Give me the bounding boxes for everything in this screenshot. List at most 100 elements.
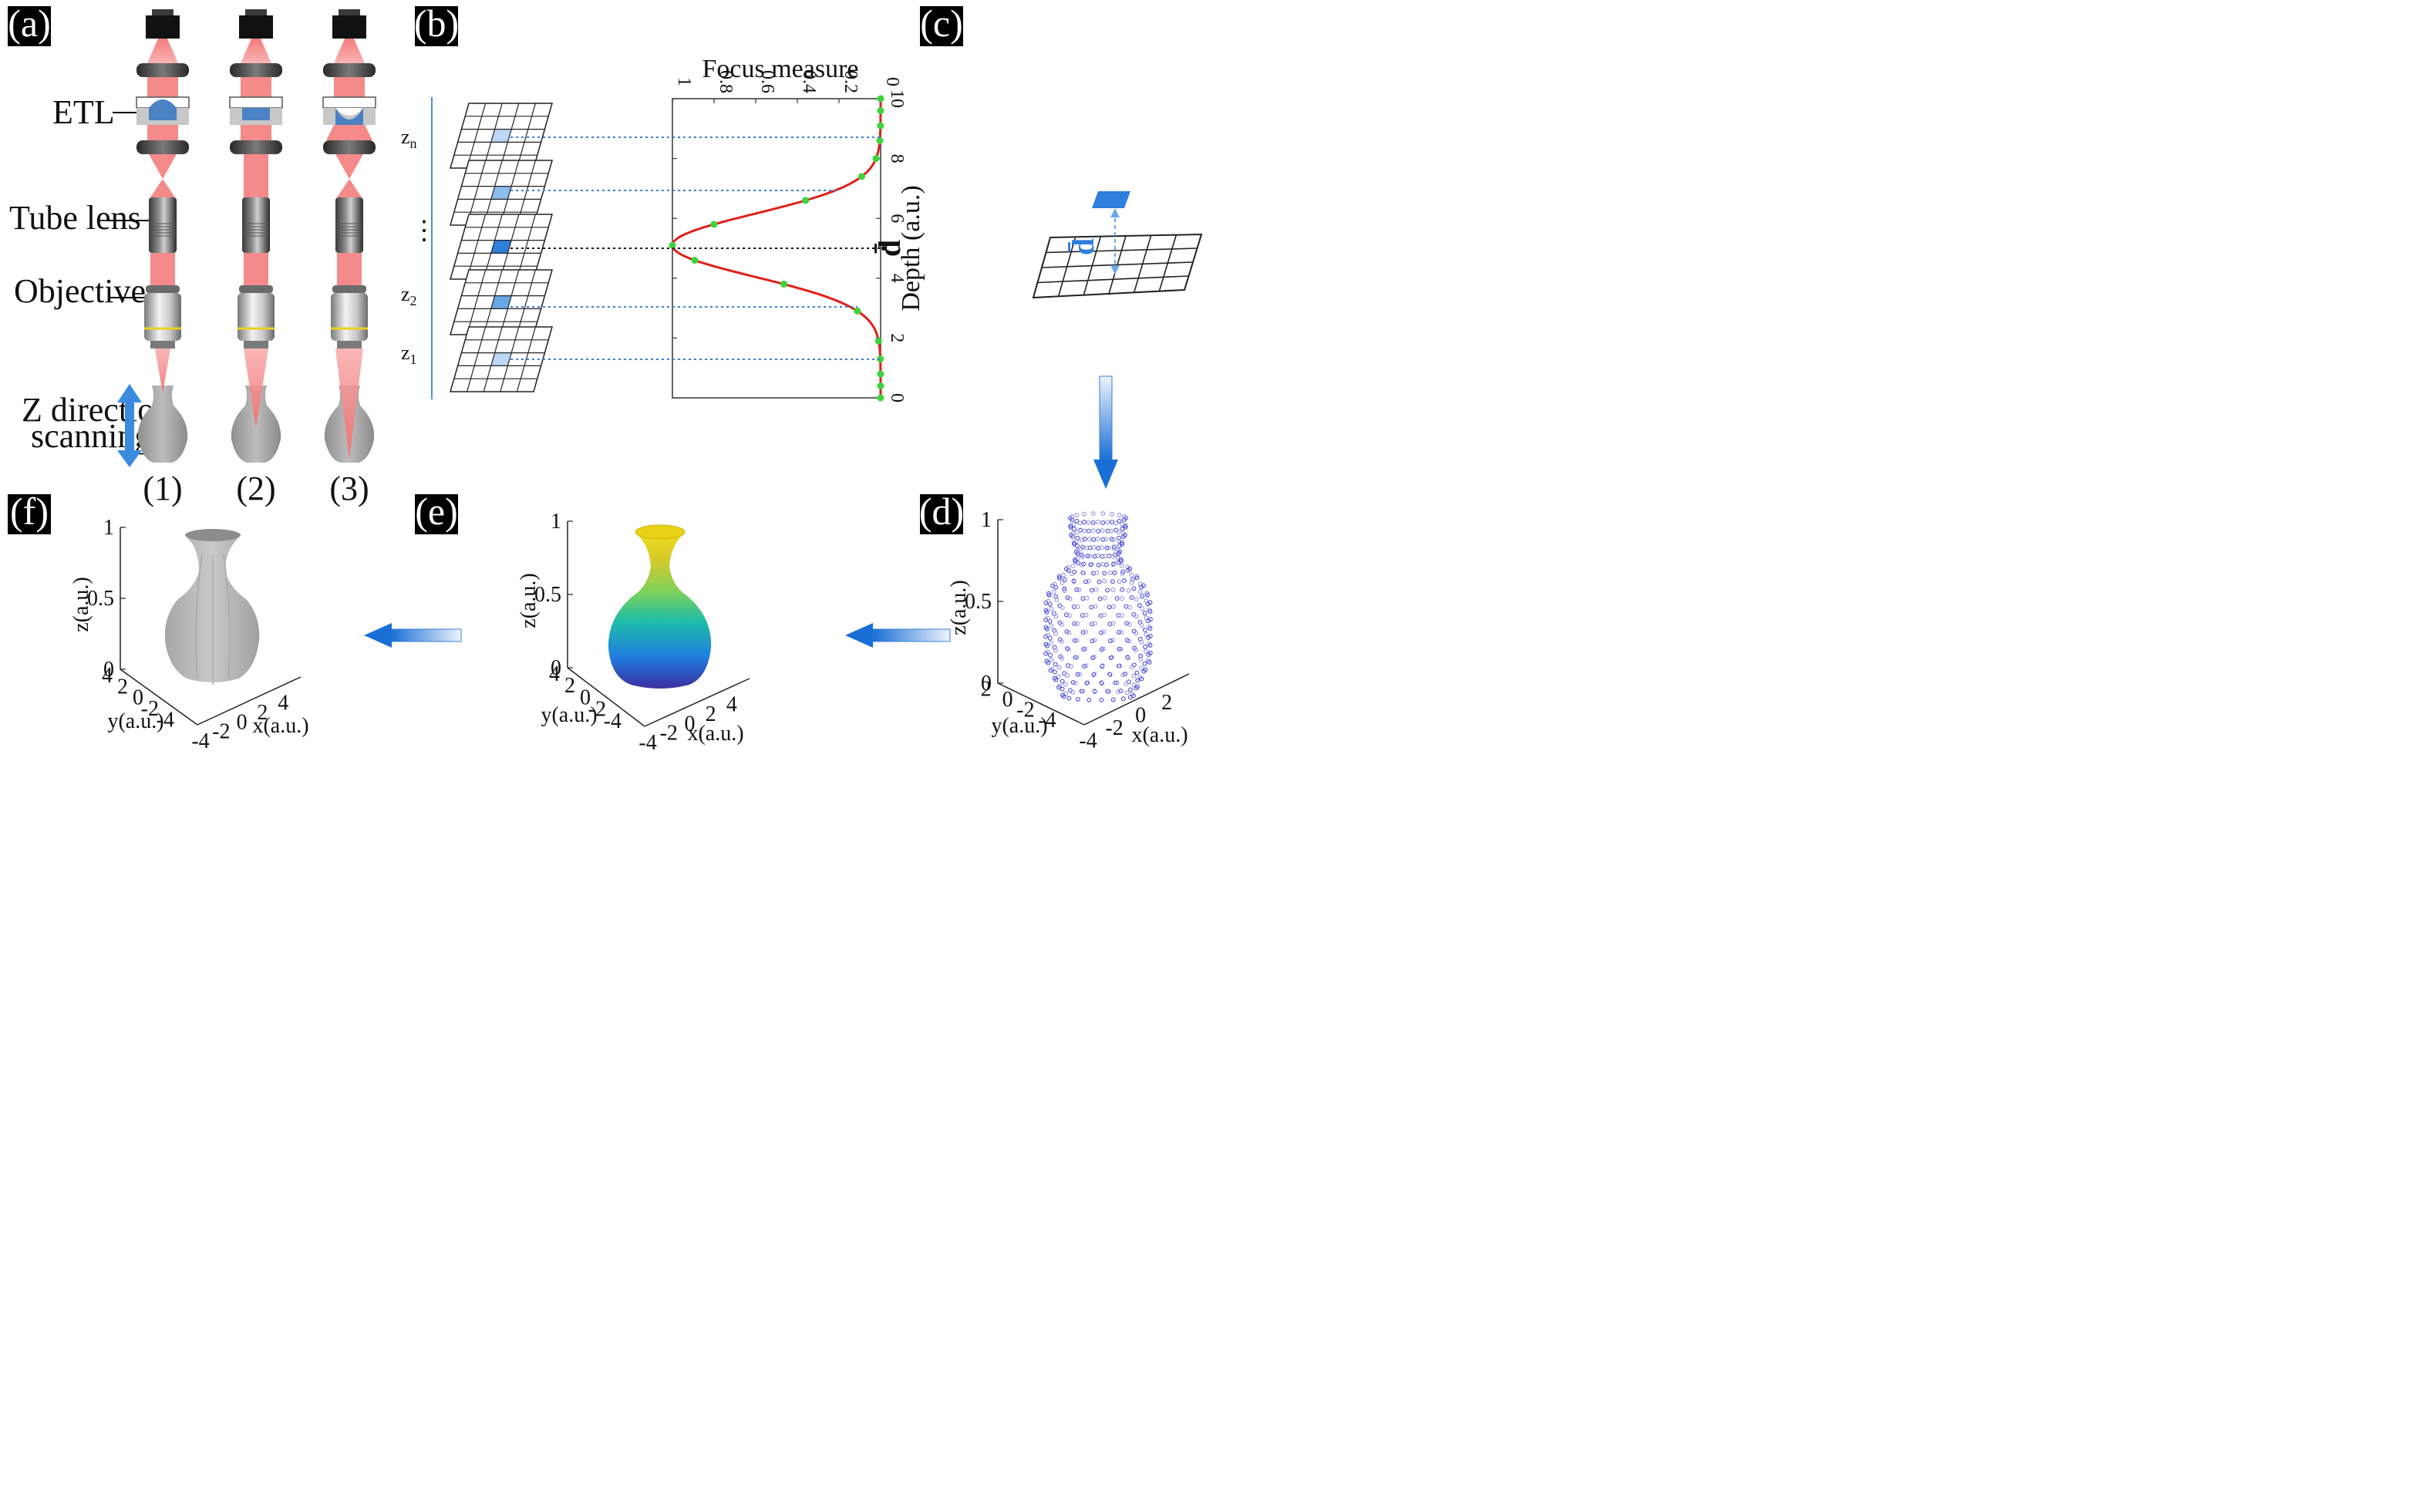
cloud-point bbox=[1071, 522, 1076, 527]
cloud-point bbox=[1120, 527, 1125, 531]
sample-point bbox=[802, 197, 810, 204]
cloud-point bbox=[1145, 592, 1150, 598]
cloud-point bbox=[1107, 621, 1113, 627]
cloud-point bbox=[1065, 672, 1070, 678]
stack-frame bbox=[450, 214, 553, 280]
cloud-point bbox=[1083, 629, 1088, 635]
sample-vase bbox=[137, 386, 188, 463]
cloud-point bbox=[1073, 559, 1078, 564]
cloud-point bbox=[1117, 630, 1121, 635]
panel-label-c: (c) bbox=[920, 2, 963, 45]
tube-lens-label: Tube lens bbox=[9, 199, 141, 237]
cloud-point bbox=[1066, 663, 1070, 668]
z-tick-label: 1 bbox=[551, 510, 561, 534]
focus-cell bbox=[490, 352, 512, 366]
cloud-point bbox=[1096, 529, 1101, 534]
cloud-point bbox=[1112, 680, 1117, 685]
cloud-point bbox=[1080, 554, 1085, 560]
cloud-point bbox=[1074, 588, 1080, 592]
cloud-point bbox=[1127, 621, 1132, 627]
cloud-point bbox=[1092, 554, 1097, 559]
gray-vase bbox=[164, 529, 260, 685]
tube-lens-icon bbox=[242, 197, 270, 253]
cloud-point bbox=[1073, 681, 1078, 685]
cloud-point bbox=[1089, 561, 1094, 567]
cloud-point bbox=[1135, 678, 1140, 683]
cloud-point bbox=[1092, 689, 1097, 693]
cloud-point bbox=[1074, 539, 1080, 544]
cloud-point bbox=[1045, 632, 1050, 638]
z-tick-label: 0.5 bbox=[87, 587, 114, 611]
cloud-point bbox=[1060, 686, 1065, 692]
cloud-point bbox=[1079, 547, 1083, 551]
cloud-point bbox=[1100, 561, 1105, 567]
focus-patch bbox=[1092, 191, 1130, 208]
cloud-point bbox=[1095, 520, 1100, 524]
stack-ellipsis: ⋮ bbox=[411, 217, 437, 245]
cloud-point bbox=[1108, 638, 1113, 644]
sample-point bbox=[872, 155, 880, 163]
x-tick-label: 0.8 bbox=[716, 70, 736, 93]
cloud-point bbox=[1063, 682, 1068, 687]
cloud-point bbox=[1096, 546, 1101, 551]
cloud-point bbox=[1134, 670, 1140, 675]
z-tick-label: 0 bbox=[551, 656, 561, 680]
cloud-point bbox=[1121, 514, 1127, 519]
cloud-point bbox=[1070, 680, 1076, 685]
cloud-point bbox=[1056, 685, 1061, 690]
cloud-point bbox=[1100, 537, 1106, 542]
y-axis-label: y(a.u.) bbox=[541, 703, 597, 727]
cloud-point bbox=[1056, 665, 1062, 670]
focus-cell bbox=[490, 240, 512, 254]
y-tick-label: -4 bbox=[1038, 709, 1056, 732]
cloud-point bbox=[1116, 689, 1120, 694]
cloud-point bbox=[1072, 638, 1077, 643]
x-axis bbox=[197, 676, 302, 726]
cloud-point bbox=[1119, 630, 1124, 635]
cloud-point bbox=[1116, 530, 1121, 534]
z-axis-label: z(a.u.) bbox=[947, 580, 971, 635]
y-tick-label: -2 bbox=[588, 698, 606, 722]
cloud-point bbox=[1056, 674, 1061, 679]
cloud-point bbox=[1091, 655, 1097, 660]
cloud-point bbox=[1087, 554, 1092, 559]
y-axis bbox=[567, 667, 645, 727]
cloud-point bbox=[1066, 613, 1072, 618]
cloud-point bbox=[1129, 580, 1134, 585]
cloud-point bbox=[1110, 588, 1116, 592]
cloud-point bbox=[1137, 603, 1142, 608]
cloud-point bbox=[1100, 511, 1106, 516]
cloud-point bbox=[1124, 681, 1128, 686]
cloud-point bbox=[1099, 545, 1104, 550]
y-tick-label: 2 bbox=[117, 675, 128, 699]
cloud-point bbox=[1144, 632, 1149, 637]
cloud-point bbox=[1062, 586, 1067, 591]
sample-point bbox=[780, 281, 788, 288]
cloud-point bbox=[1107, 672, 1112, 677]
cloud-point bbox=[1046, 591, 1051, 596]
cloud-point bbox=[1120, 541, 1124, 547]
relay-lens-icon bbox=[230, 140, 282, 154]
cloud-point bbox=[1087, 697, 1092, 702]
x-tick-label: 2 bbox=[257, 701, 268, 725]
cloud-point bbox=[1106, 545, 1111, 551]
sample-point bbox=[854, 307, 861, 315]
cloud-point bbox=[1060, 622, 1065, 627]
y-tick-label: 4 bbox=[102, 664, 113, 688]
etl-icon bbox=[322, 96, 376, 109]
cloud-point bbox=[1140, 594, 1145, 599]
cloud-point bbox=[1134, 614, 1139, 619]
cloud-point bbox=[1100, 528, 1105, 533]
tube-lens-icon bbox=[335, 197, 363, 253]
cloud-point bbox=[1074, 655, 1080, 660]
cloud-point bbox=[1144, 615, 1149, 620]
relay-lens-icon bbox=[136, 63, 189, 77]
cloud-point bbox=[1049, 657, 1054, 662]
x-axis-label: x(a.u.) bbox=[252, 714, 308, 738]
cloud-point bbox=[1139, 623, 1144, 628]
cloud-point bbox=[1080, 537, 1085, 543]
cloud-point bbox=[1091, 537, 1097, 542]
cloud-point bbox=[1125, 655, 1130, 660]
z-tick-label: 0 bbox=[103, 658, 114, 682]
x-tick-label: 0.4 bbox=[799, 70, 819, 93]
